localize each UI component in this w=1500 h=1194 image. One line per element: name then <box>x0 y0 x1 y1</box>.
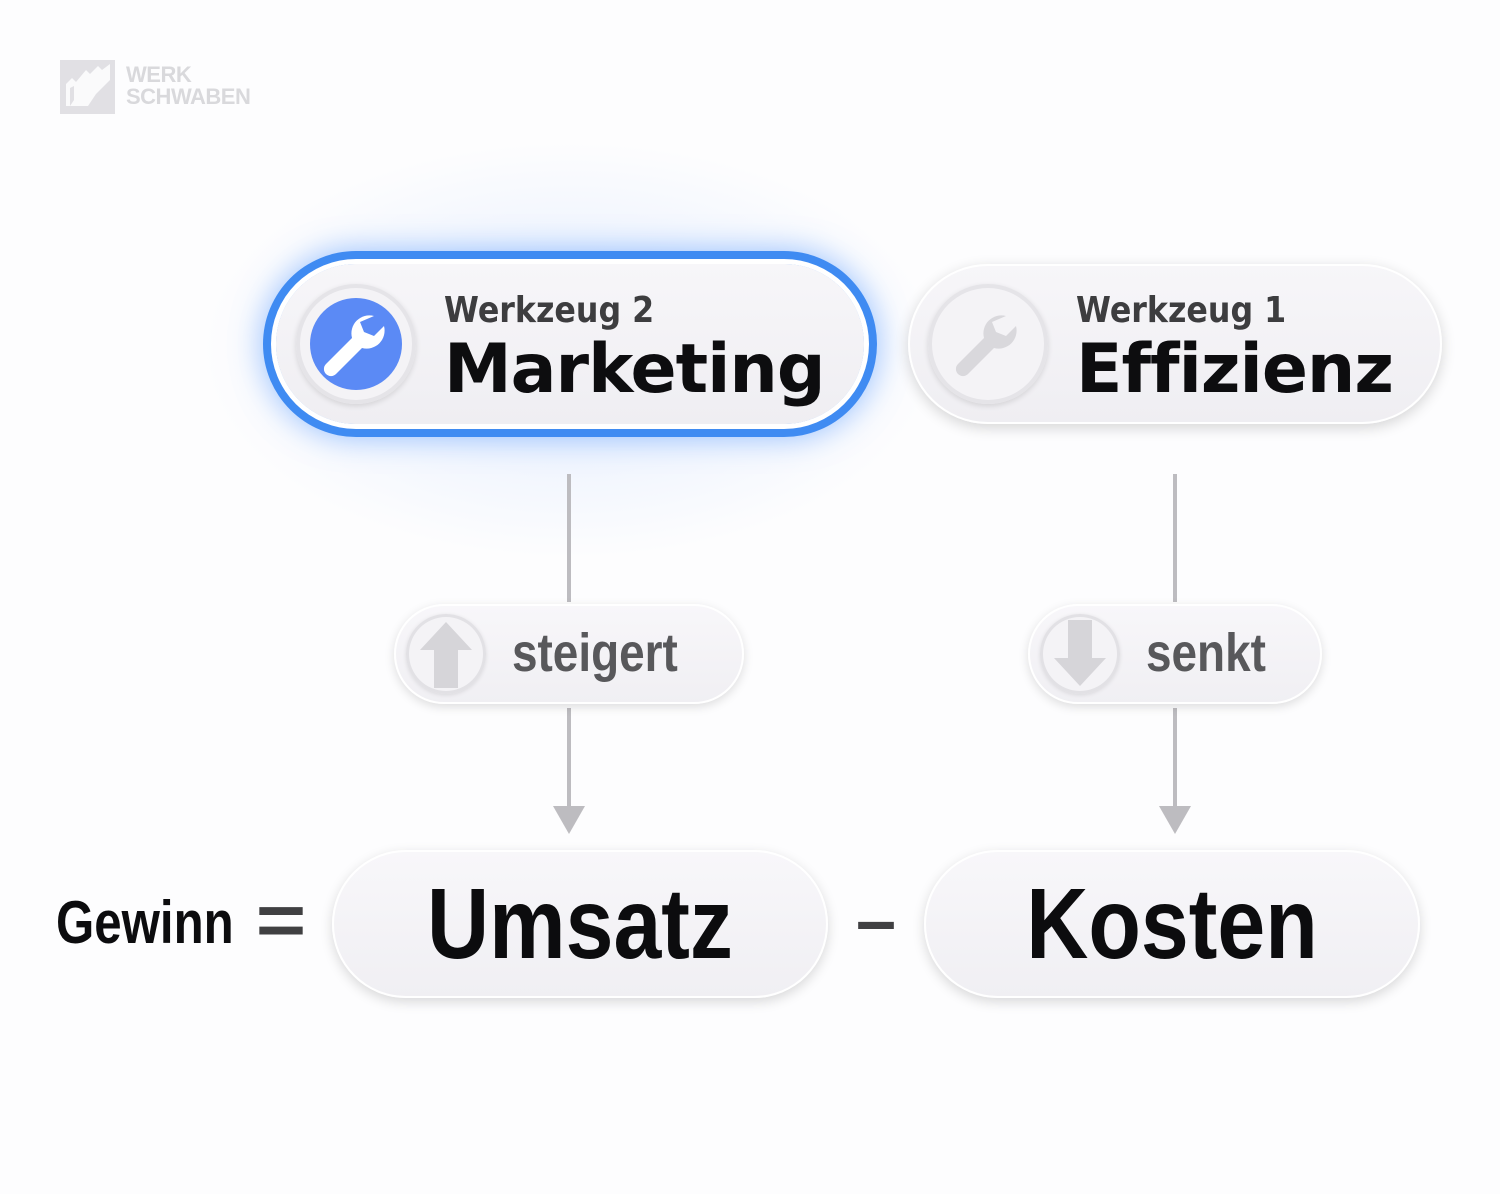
term-umsatz-label: Umsatz <box>427 868 733 980</box>
term-kosten: Kosten <box>924 850 1420 998</box>
tool-effizienz[interactable]: Werkzeug 1 Effizienz <box>908 264 1442 424</box>
tool-marketing-title: Marketing <box>444 330 826 409</box>
werkschwaben-logo: WERK SCHWABEN <box>60 60 320 116</box>
tool-marketing[interactable]: Werkzeug 2 Marketing <box>276 264 864 424</box>
logo-wordmark: WERK SCHWABEN <box>126 62 251 109</box>
action-senkt: senkt <box>1028 604 1322 704</box>
equals-sign: = <box>255 881 307 961</box>
tool-effizienz-subtitle: Werkzeug 1 <box>1076 290 1287 331</box>
action-senkt-label: senkt <box>1146 623 1266 683</box>
tool-marketing-icon-badge <box>296 284 416 404</box>
logo-line-1: WERK <box>126 62 192 87</box>
arrow-up-icon <box>420 622 472 688</box>
term-umsatz: Umsatz <box>332 850 828 998</box>
action-steigert-icon-badge <box>406 614 486 694</box>
term-kosten-label: Kosten <box>1026 868 1318 980</box>
action-steigert: steigert <box>394 604 744 704</box>
tool-marketing-subtitle: Werkzeug 2 <box>444 290 655 331</box>
equation-lhs: Gewinn <box>56 889 234 956</box>
hand-logo-icon <box>60 60 115 114</box>
arrow-down-icon <box>1054 620 1106 686</box>
wrench-icon <box>310 298 402 390</box>
action-steigert-label: steigert <box>512 623 678 683</box>
arrowhead-to-kosten <box>1159 806 1191 834</box>
arrowhead-to-umsatz <box>553 806 585 834</box>
action-senkt-icon-badge <box>1040 614 1120 694</box>
logo-line-2: SCHWABEN <box>126 84 251 109</box>
tool-effizienz-title: Effizienz <box>1076 330 1394 409</box>
wrench-icon <box>942 298 1034 390</box>
tool-effizienz-icon-badge <box>928 284 1048 404</box>
minus-sign: – <box>856 881 897 961</box>
